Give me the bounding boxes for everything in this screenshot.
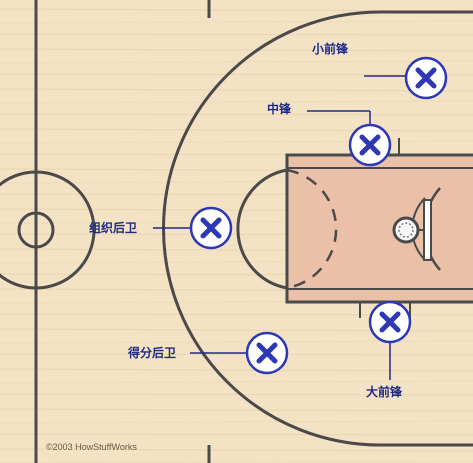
hoop-net xyxy=(398,222,414,238)
player-marker-center[interactable] xyxy=(348,123,392,167)
player-marker-shooting-guard[interactable] xyxy=(245,331,289,375)
center-inner-circle xyxy=(17,211,55,249)
label-shooting-guard: 得分后卫 xyxy=(128,346,177,360)
label-center: 中锋 xyxy=(267,102,292,116)
label-point-guard: 组织后卫 xyxy=(89,221,138,235)
player-marker-point-guard[interactable] xyxy=(189,206,233,250)
player-marker-power-forward[interactable] xyxy=(368,300,412,344)
hoop-icon xyxy=(392,216,420,244)
backboard xyxy=(423,199,432,261)
free-throw-circle-dashed xyxy=(286,168,338,290)
copyright-text: ©2003 HowStuffWorks xyxy=(46,442,137,452)
free-throw-circle-solid xyxy=(236,168,288,290)
label-small-forward: 小前锋 xyxy=(312,42,349,56)
paint-lane xyxy=(285,153,473,304)
label-power-forward: 大前锋 xyxy=(366,385,403,399)
player-marker-small-forward[interactable] xyxy=(404,56,448,100)
center-circle xyxy=(0,170,96,290)
